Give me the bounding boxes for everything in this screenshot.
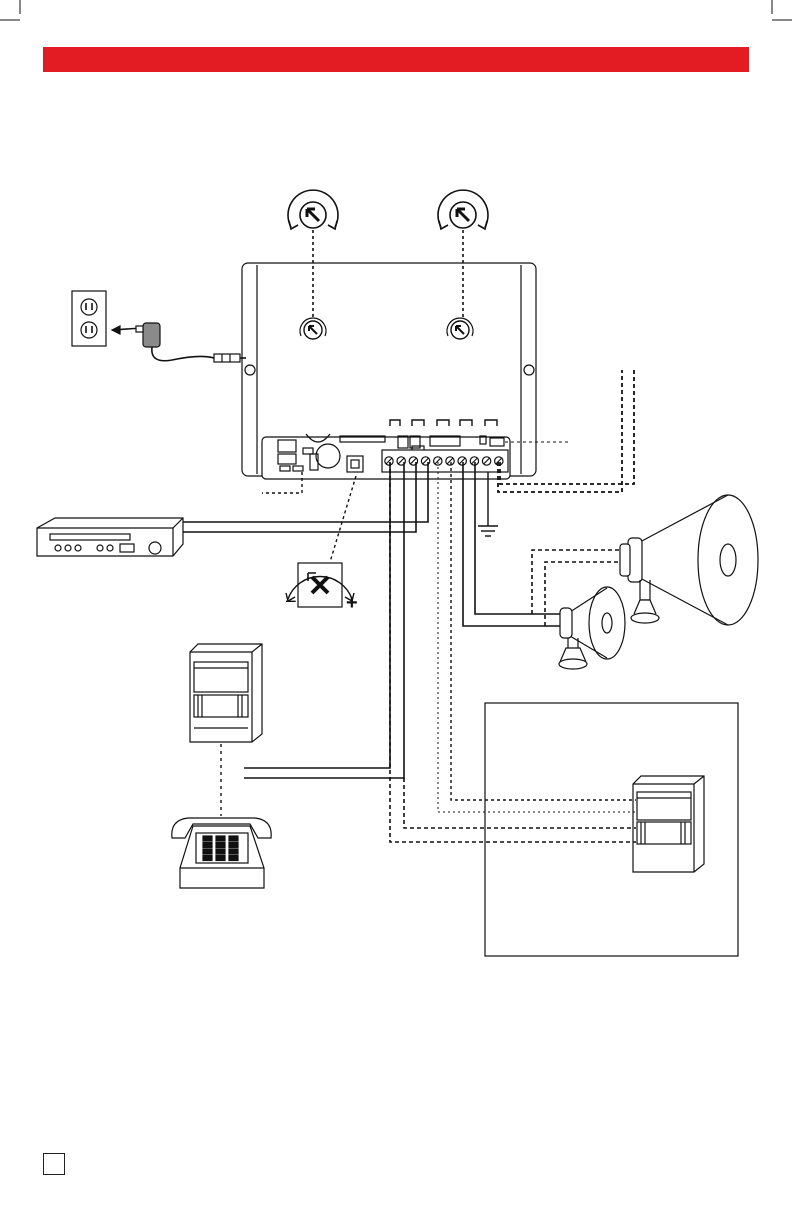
keypad-key — [203, 856, 212, 861]
volume-knob-icon — [288, 190, 338, 229]
keypad-key — [216, 849, 225, 854]
knob-minus-label: − — [285, 591, 297, 613]
amplifier-unit — [242, 263, 536, 479]
horn-speaker-icon — [620, 495, 758, 625]
phone-system-cabinet-icon — [190, 644, 262, 742]
keypad-key — [229, 836, 238, 841]
terminal-strip — [382, 450, 508, 472]
keypad-key — [216, 836, 225, 841]
knob-plus-label: + — [346, 592, 358, 614]
keypad-key — [203, 849, 212, 854]
crop-marks — [0, 0, 792, 20]
keypad-key — [229, 843, 238, 848]
volume-knob-icon — [438, 190, 488, 229]
keypad-key — [203, 843, 212, 848]
phone-wiring — [244, 462, 404, 778]
left-jumper-wiring — [262, 472, 356, 562]
keypad-key — [203, 836, 212, 841]
keypad-key — [229, 849, 238, 854]
wall-outlet-icon — [72, 291, 106, 346]
keypad-key — [216, 856, 225, 861]
ground-symbol-icon — [478, 472, 498, 536]
keypad-key — [229, 856, 238, 861]
keypad-key — [216, 843, 225, 848]
power-adapter-icon — [112, 323, 246, 362]
horn-speaker-icon — [559, 587, 625, 669]
telephone-icon — [172, 818, 271, 888]
phone-system-cabinet-icon — [633, 776, 704, 872]
tuner-receiver-icon — [37, 518, 183, 556]
